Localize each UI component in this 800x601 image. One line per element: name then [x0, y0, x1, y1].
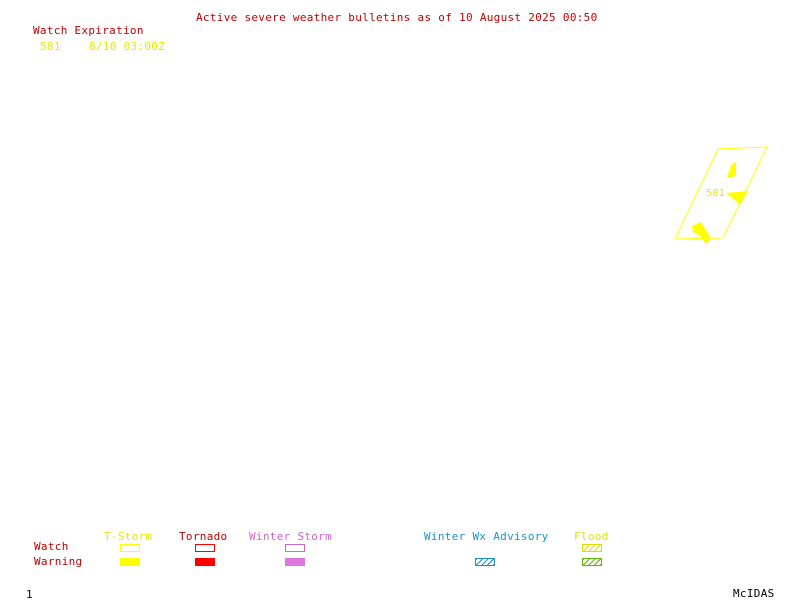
- legend-watch-row-label: Watch: [34, 540, 69, 553]
- winter-storm-warning-swatch: [285, 558, 305, 566]
- winter-wx-advisory-swatch: [475, 558, 495, 566]
- warning-polygon-north: [727, 162, 736, 178]
- legend-warning-row-label: Warning: [34, 555, 83, 568]
- tstorm-warning-swatch: [120, 558, 140, 566]
- warning-polygon-middle: [726, 191, 748, 205]
- legend-winter-storm-label: Winter Storm: [249, 530, 333, 543]
- watch-number: 581: [40, 40, 61, 53]
- watch-expiration-header: Watch Expiration: [33, 24, 144, 37]
- brand-label: McIDAS: [733, 587, 775, 600]
- legend-flood-label: Flood: [574, 530, 609, 543]
- watch-box-label: 581: [706, 188, 725, 199]
- tstorm-watch-swatch: [120, 544, 140, 552]
- flood-warning-swatch: [582, 558, 602, 566]
- winter-storm-watch-swatch: [285, 544, 305, 552]
- legend-winter-wx-advisory-label: Winter Wx Advisory: [424, 530, 549, 543]
- tornado-watch-swatch: [195, 544, 215, 552]
- legend-tornado-label: Tornado: [179, 530, 228, 543]
- frame-number: 1: [26, 588, 33, 601]
- watch-box-outline: [674, 146, 768, 240]
- legend-tstorm-label: T-Storm: [104, 530, 153, 543]
- flood-watch-swatch: [582, 544, 602, 552]
- watch-expiration-time: 8/10 03:00Z: [89, 40, 166, 53]
- page-title: Active severe weather bulletins as of 10…: [196, 11, 598, 24]
- tornado-warning-swatch: [195, 558, 215, 566]
- warning-polygon-south: [692, 222, 711, 244]
